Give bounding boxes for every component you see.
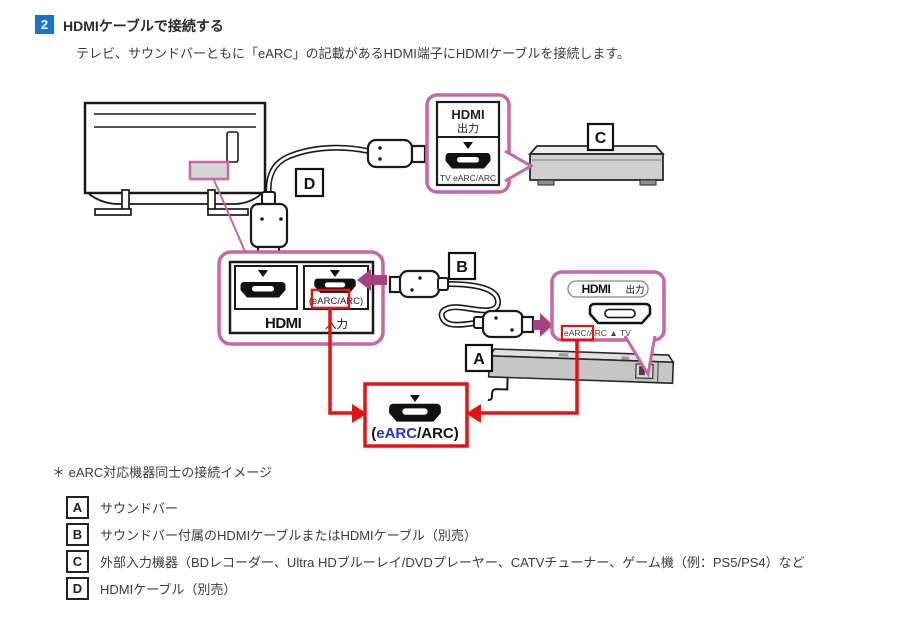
legend-key-b: B <box>66 523 89 546</box>
zoom-pointer-line <box>213 179 248 257</box>
earc-arc-port-label: (eARC/ARC) <box>309 296 363 307</box>
hdmi-output-label-jp: 出力 <box>457 121 479 135</box>
legend-row-b: B サウンドバー付属のHDMIケーブルまたはHDMIケーブル（別売） <box>66 523 477 546</box>
legend-key-c: C <box>66 550 89 573</box>
label-d-text: D <box>304 176 316 193</box>
hdmi-logo: HDMI <box>582 282 611 296</box>
footnote: ＊ eARC対応機器同士の接続イメージ <box>52 465 273 480</box>
legend-row-c: C 外部入力機器（BDレコーダー、Ultra HDブルーレイ/DVDプレーヤー、… <box>66 550 805 573</box>
port-marker-icon <box>330 270 340 277</box>
legend-label-a: サウンドバー <box>100 501 179 516</box>
hdmi-logo: HDMI <box>265 315 302 332</box>
legend-label-d: HDMIケーブル（別売） <box>100 582 237 597</box>
port-marker-icon <box>463 142 473 149</box>
hdmi-connector-outline-icon <box>588 302 652 325</box>
hdmi-output-label: HDMI <box>451 107 484 122</box>
connect-arrow-icon <box>533 313 553 337</box>
label-b-text: B <box>456 259 468 276</box>
soundbar-cable <box>487 377 509 401</box>
tv-output-callout: HDMI 出力 TV eARC/ARC <box>425 93 535 194</box>
tv-port-area-highlight <box>188 160 230 181</box>
label-box-b: B <box>447 251 477 281</box>
label-box-c: C <box>586 122 615 152</box>
port-marker-icon <box>410 395 420 402</box>
earc-detail-label: (eARC/ARC) <box>371 425 459 442</box>
label-box-a: A <box>464 343 494 373</box>
hdmi-output-label-jp: 出力 <box>625 284 644 296</box>
red-arrow-icon <box>352 404 367 423</box>
label-c-text: C <box>595 130 607 147</box>
hdmi-connector-icon <box>389 403 441 422</box>
step-description: テレビ、サウンドバーともに「eARC」の記載があるHDMI端子にHDMIケーブル… <box>76 46 631 61</box>
legend-label-c: 外部入力機器（BDレコーダー、Ultra HDブルーレイ/DVDプレーヤー、CA… <box>100 555 805 570</box>
legend-row-a: A サウンドバー <box>66 496 178 519</box>
legend-row-d: D HDMIケーブル（別売） <box>66 577 236 600</box>
soundbar-callout: HDMI 出力 eARC/ARC ▲ TV <box>550 270 666 379</box>
label-a-text: A <box>473 351 485 368</box>
hdmi-connector-icon <box>445 153 491 169</box>
detail-label-suffix: /ARC) <box>417 425 459 442</box>
detail-label-prefix: ( <box>371 425 376 442</box>
page-title: HDMIケーブルで接続する <box>63 18 224 34</box>
soundbar-earc-label: eARC/ARC ▲ TV <box>564 328 631 338</box>
tv-back <box>83 101 267 257</box>
detail-label-earc: eARC <box>376 425 417 442</box>
hdmi-connector-icon <box>240 282 286 298</box>
external-device: C <box>528 122 665 186</box>
label-box-d: D <box>294 167 325 198</box>
hdmi-cable-b: B <box>388 251 553 339</box>
red-arrow-icon <box>466 404 481 423</box>
port-marker-icon <box>258 270 268 277</box>
tv-earc-arc-label: TV eARC/ARC <box>440 173 496 183</box>
hdmi-input-panel: (eARC/ARC) HDMI 入力 <box>217 250 387 346</box>
earc-connection-lines <box>328 308 579 415</box>
legend-label-b: サウンドバー付属のHDMIケーブルまたはHDMIケーブル（別売） <box>100 528 477 543</box>
connect-arrow-icon <box>357 269 387 291</box>
step-number-badge: 2 <box>35 15 54 34</box>
earc-detail-box: (eARC/ARC) <box>363 382 469 448</box>
legend-key-d: D <box>66 577 89 600</box>
legend-key-a: A <box>66 496 89 519</box>
